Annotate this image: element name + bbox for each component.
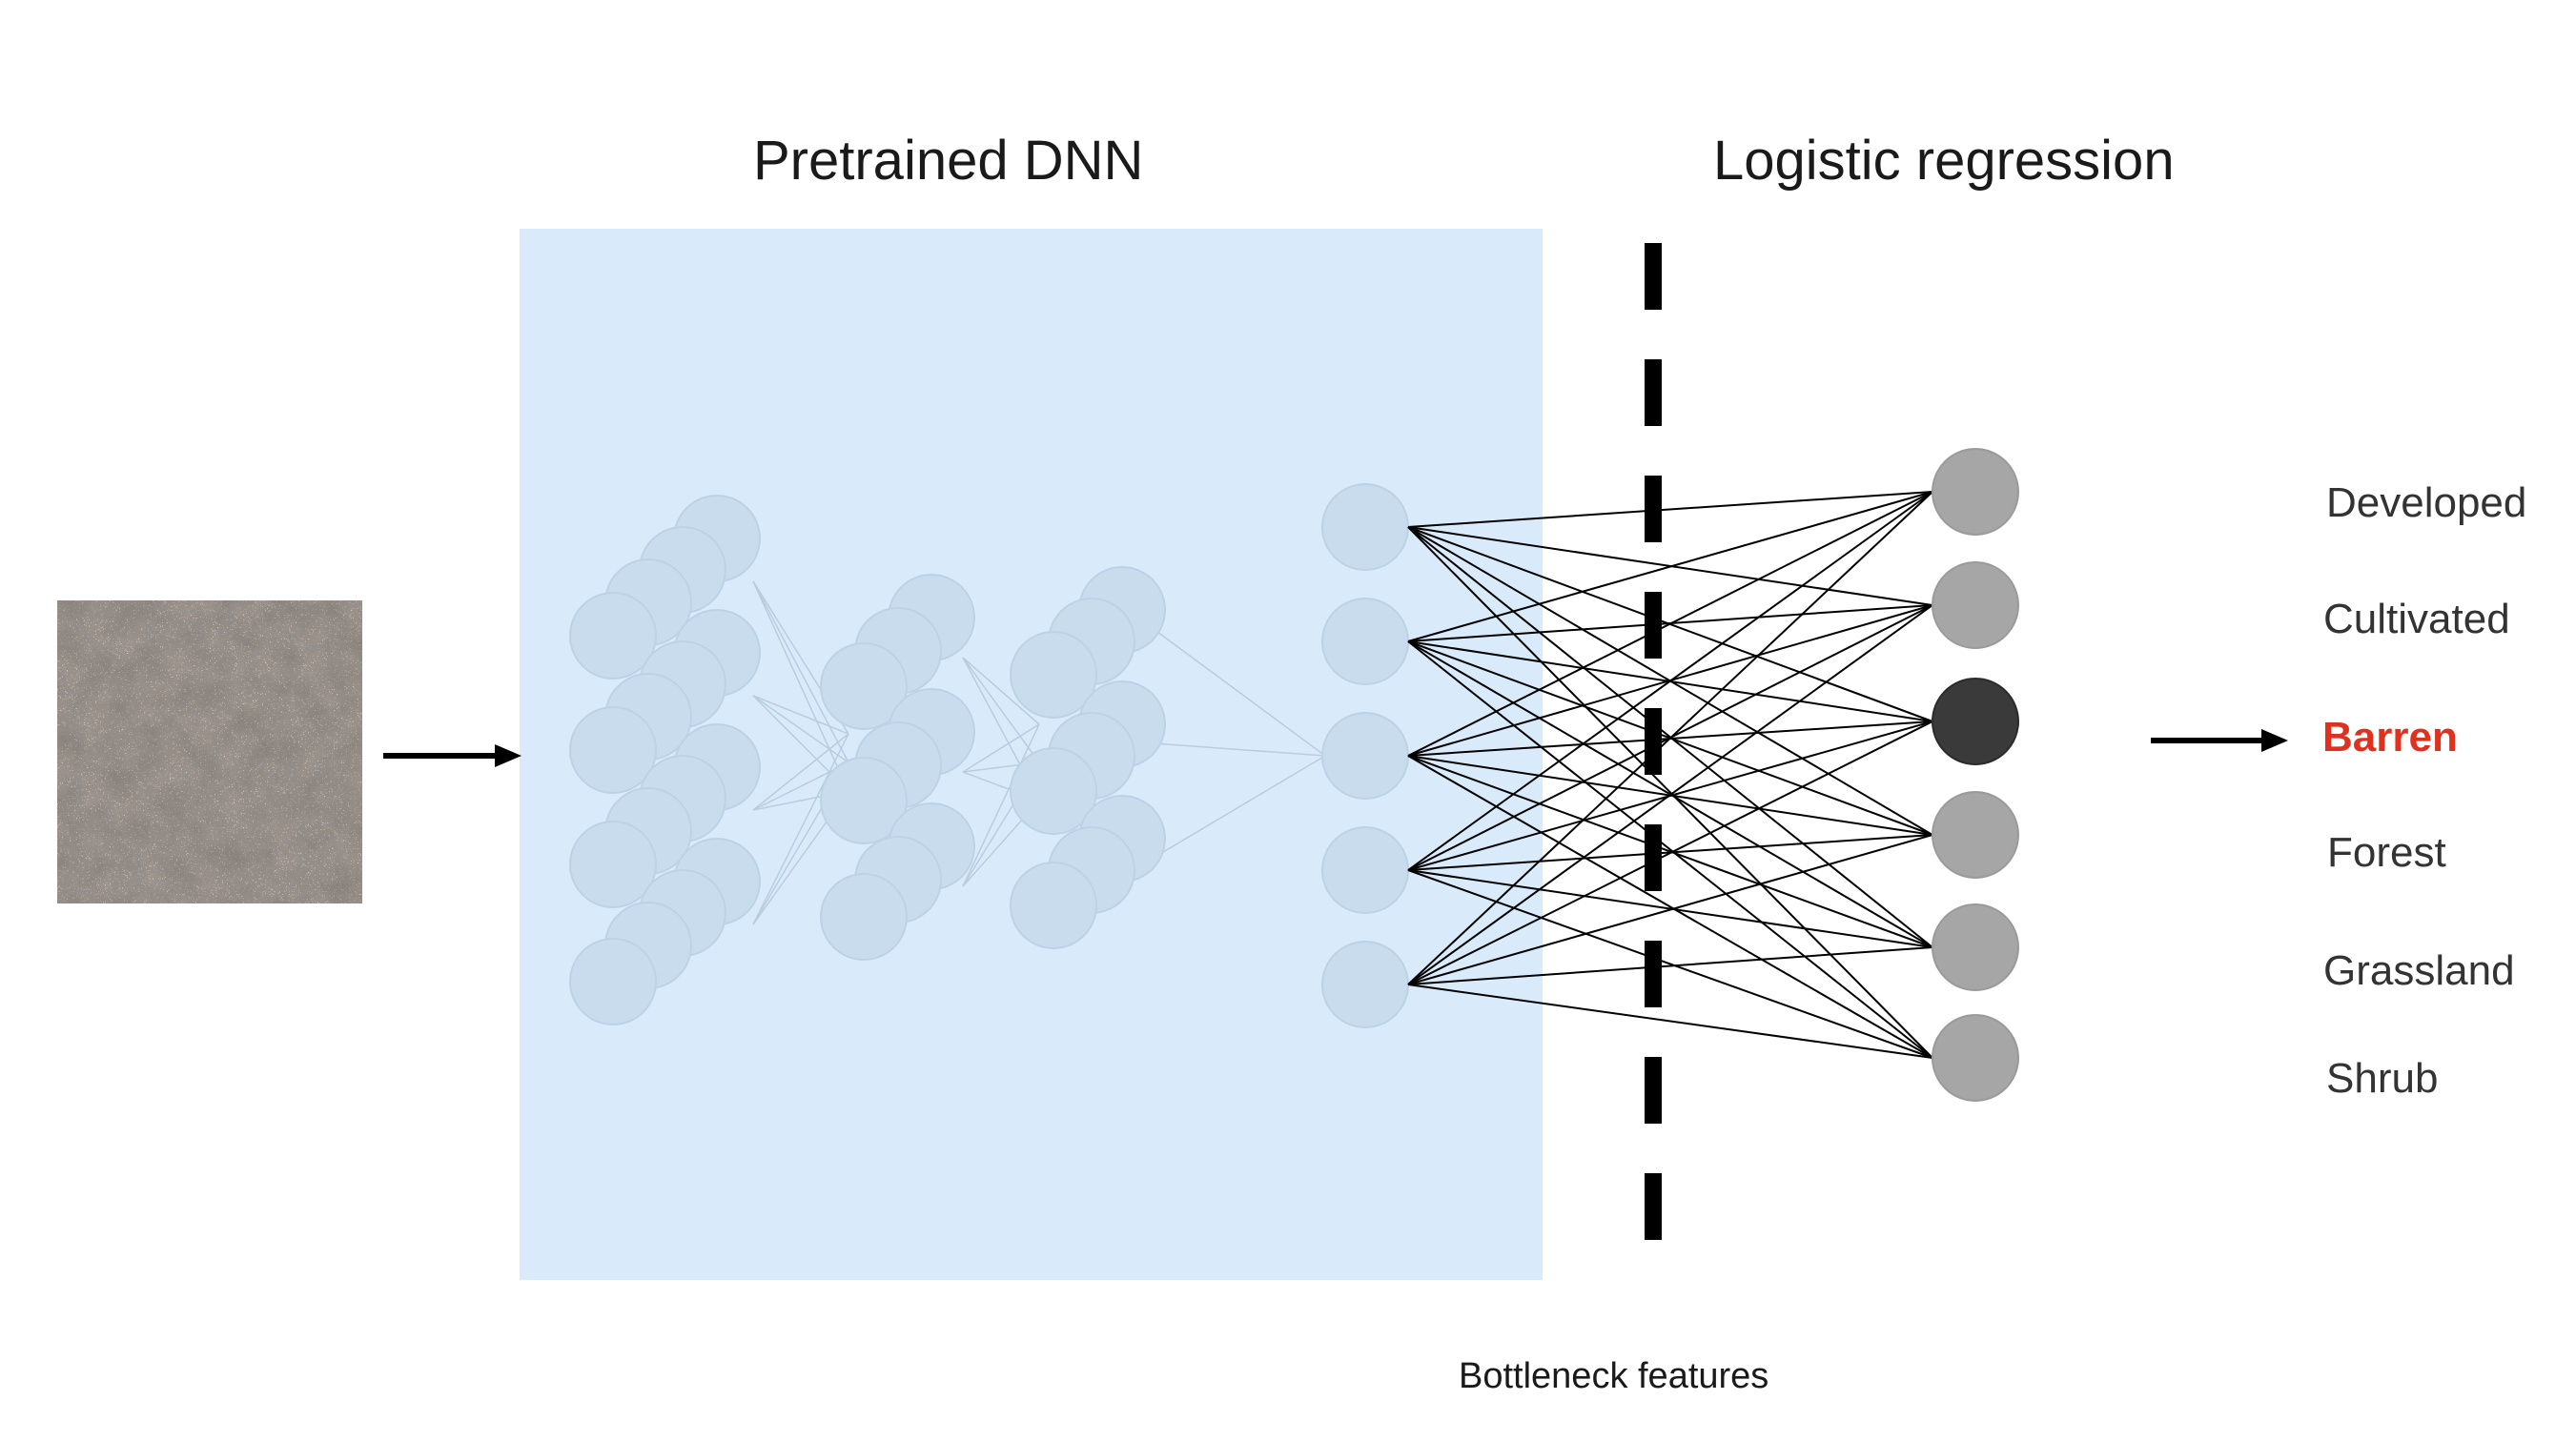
class-label-barren: Barren xyxy=(2322,714,2458,761)
dnn-edge xyxy=(752,580,849,792)
bottleneck-node xyxy=(1321,598,1409,685)
output-node xyxy=(1932,791,2019,879)
dnn-layer2-node xyxy=(820,757,908,844)
bottleneck-node xyxy=(1321,712,1409,800)
class-label-developed: Developed xyxy=(2326,479,2527,526)
dnn-layer1-node xyxy=(569,938,657,1025)
dnn-edge xyxy=(1153,755,1326,859)
dnn-layer3-node xyxy=(1010,747,1097,835)
output-node xyxy=(1932,448,2019,536)
pretrained-dnn-title: Pretrained DNN xyxy=(753,130,1144,192)
class-label-cultivated: Cultivated xyxy=(2323,596,2510,642)
output-right-arrow-icon-head xyxy=(2261,729,2288,752)
fc-edge xyxy=(1407,491,1933,642)
fc-edge xyxy=(1407,491,1933,757)
fc-edge xyxy=(1407,491,1933,985)
fc-edge xyxy=(1407,720,1933,985)
dnn-edge xyxy=(752,733,849,811)
output-node xyxy=(1932,903,2019,991)
input-image-speckle xyxy=(57,600,362,903)
dnn-layer1-node xyxy=(569,592,657,680)
dnn-edge xyxy=(752,580,849,763)
dnn-layer1-node xyxy=(569,821,657,908)
bottleneck-node xyxy=(1321,483,1409,571)
bottleneck-node xyxy=(1321,941,1409,1028)
fc-edge xyxy=(1407,984,1933,1059)
dnn-edge xyxy=(752,733,849,925)
bottleneck-node xyxy=(1321,826,1409,914)
fc-edge xyxy=(1407,834,1933,985)
dnn-edge xyxy=(962,723,1040,773)
dnn-layer3-node xyxy=(1010,631,1097,719)
dnn-edge xyxy=(752,695,849,735)
logistic-regression-title: Logistic regression xyxy=(1713,130,2175,192)
input-right-arrow-icon-head xyxy=(495,744,521,767)
fc-edge xyxy=(1407,946,1933,985)
dnn-edge xyxy=(962,723,1040,887)
fc-edge xyxy=(1407,491,1933,871)
dnn-edge xyxy=(1153,742,1326,757)
dnn-layer1-node xyxy=(569,706,657,794)
dnn-layer2-node xyxy=(820,642,908,730)
dnn-edge xyxy=(962,657,1040,725)
class-label-shrub: Shrub xyxy=(2326,1055,2439,1102)
output-node xyxy=(1932,561,2019,649)
dnn-layer3-node xyxy=(1010,862,1097,949)
dnn-edge xyxy=(1153,628,1326,757)
dnn-edge xyxy=(752,695,849,763)
fc-edge xyxy=(1407,491,1933,528)
dnn-edge xyxy=(962,657,1040,763)
fc-edge xyxy=(1407,604,1933,985)
class-label-forest: Forest xyxy=(2327,829,2446,876)
class-label-grassland: Grassland xyxy=(2323,947,2515,994)
output-node xyxy=(1932,1014,2019,1102)
dnn-layer2-node xyxy=(820,873,908,961)
output-node-selected xyxy=(1932,678,2019,765)
bottleneck-features-caption: Bottleneck features xyxy=(1459,1356,1769,1396)
